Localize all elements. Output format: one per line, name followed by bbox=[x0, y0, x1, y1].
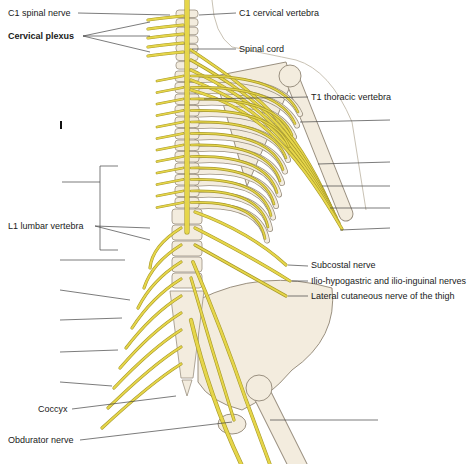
blank-leader bbox=[270, 120, 390, 420]
part-label: Coccyx bbox=[38, 404, 68, 415]
spine-and-nerves bbox=[102, 0, 342, 464]
nerve bbox=[157, 88, 183, 93]
leader-line bbox=[78, 13, 170, 15]
humeral-head bbox=[279, 65, 301, 87]
nerve bbox=[148, 16, 183, 20]
nerve-outline bbox=[126, 296, 181, 348]
nerve-outline bbox=[148, 43, 183, 47]
nerve bbox=[148, 34, 183, 38]
nerve bbox=[102, 364, 181, 428]
leader-line bbox=[192, 49, 236, 50]
leader-line bbox=[199, 13, 236, 15]
nerve bbox=[148, 25, 183, 29]
part-label: T1 thoracic vertebra bbox=[311, 92, 391, 103]
nerve bbox=[191, 320, 244, 464]
leader-line bbox=[72, 396, 176, 409]
nerve bbox=[157, 99, 183, 104]
nerve bbox=[191, 60, 333, 211]
nerve bbox=[185, 0, 189, 232]
nerve-outline bbox=[157, 191, 183, 196]
nerve bbox=[191, 90, 342, 229]
nerve-outline bbox=[148, 52, 183, 56]
nerve-outline bbox=[157, 99, 183, 104]
nerve-outline bbox=[120, 313, 181, 368]
leader-line bbox=[80, 422, 232, 440]
part-label: C1 spinal nerve bbox=[8, 8, 71, 19]
nerve bbox=[195, 212, 286, 265]
nerve bbox=[148, 52, 183, 56]
nerve-outline bbox=[157, 145, 183, 150]
coccyx bbox=[182, 380, 192, 396]
part-label: Lateral cutaneous nerve of the thigh bbox=[311, 291, 455, 302]
nerve-outline bbox=[157, 157, 183, 162]
nerve bbox=[157, 76, 183, 81]
nerve-outline bbox=[132, 279, 181, 328]
part-label: Cervical plexus bbox=[8, 31, 74, 42]
mark bbox=[60, 121, 62, 129]
leader-line bbox=[292, 281, 308, 282]
nerve-outline bbox=[157, 76, 183, 81]
nerve-outline bbox=[191, 320, 244, 464]
part-label: Subcostal nerve bbox=[311, 260, 376, 271]
nerve-outline bbox=[193, 262, 272, 464]
nerve-outline bbox=[157, 88, 183, 93]
nerve-outline bbox=[102, 364, 181, 428]
nerve-outline bbox=[191, 90, 342, 229]
nerve bbox=[108, 347, 181, 408]
nerve bbox=[157, 122, 183, 127]
part-label: C1 cervical vertebra bbox=[239, 8, 319, 19]
nerve bbox=[157, 168, 183, 173]
nerve bbox=[157, 180, 183, 185]
nerve bbox=[195, 245, 286, 296]
part-label: Obdurator nerve bbox=[8, 435, 74, 446]
leader-line bbox=[83, 22, 150, 52]
bracket bbox=[62, 166, 118, 250]
nerve-outline bbox=[191, 60, 333, 211]
nerve bbox=[132, 279, 181, 328]
part-label: Spinal cord bbox=[239, 44, 284, 55]
part-label: Ilio-hypogastric and ilio-inguinal nerve… bbox=[311, 276, 466, 287]
nerve-outline bbox=[195, 245, 286, 296]
leader-line bbox=[95, 226, 150, 240]
nerve bbox=[126, 296, 181, 348]
nerve-outline bbox=[157, 122, 183, 127]
nerve-outline bbox=[157, 168, 183, 173]
blank-leader bbox=[60, 260, 130, 386]
nerve-outline bbox=[195, 212, 286, 265]
leader-line bbox=[288, 265, 308, 266]
nerve bbox=[114, 330, 181, 388]
nerve-outline bbox=[157, 134, 183, 139]
leader-line bbox=[288, 296, 308, 297]
nerve-outline bbox=[148, 25, 183, 29]
nerve-outline bbox=[148, 34, 183, 38]
nerve bbox=[157, 134, 183, 139]
nerve-outline bbox=[157, 180, 183, 185]
femoral-head bbox=[246, 375, 272, 401]
nerve-outline bbox=[157, 203, 183, 208]
part-label: L1 lumbar vertebra bbox=[8, 221, 84, 232]
nerve-outline bbox=[114, 330, 181, 388]
leader-line bbox=[204, 97, 308, 99]
leader-group bbox=[60, 13, 390, 440]
nerve bbox=[157, 203, 183, 208]
nerve bbox=[157, 111, 183, 116]
nerve bbox=[193, 262, 272, 464]
nerve bbox=[120, 313, 181, 368]
nerve bbox=[157, 145, 183, 150]
nerve bbox=[157, 191, 183, 196]
nerve bbox=[148, 43, 183, 47]
nerve-outline bbox=[148, 16, 183, 20]
nerve-outline bbox=[108, 347, 181, 408]
nerve-outline bbox=[184, 0, 189, 232]
nerve bbox=[157, 157, 183, 162]
nerve-outline bbox=[157, 111, 183, 116]
